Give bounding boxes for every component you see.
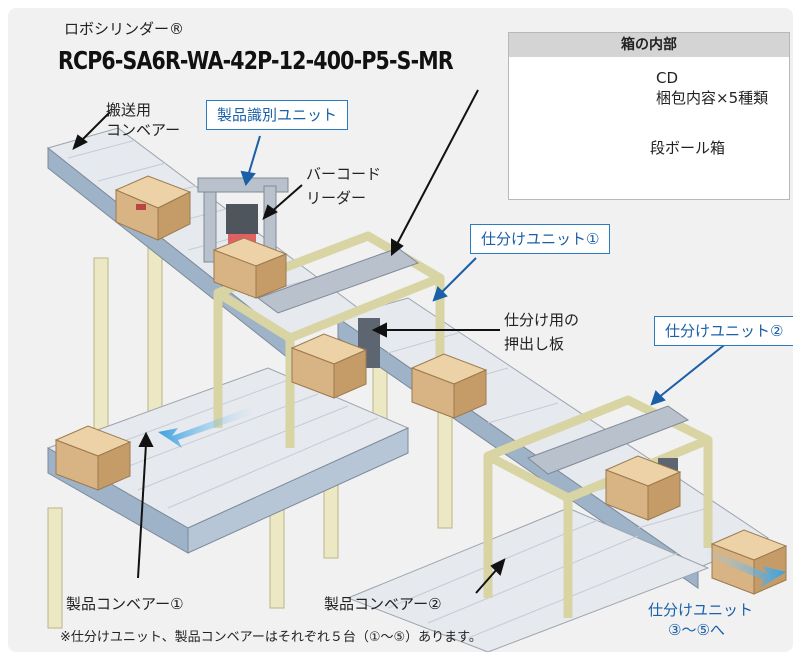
barcode-reader-label-1: バーコード	[306, 165, 382, 183]
id-unit-tower	[197, 177, 289, 263]
transport-conveyor-label-2: コンベアー	[106, 121, 181, 139]
footnote: ※仕分けユニット、製品コンベアーはそれぞれ５台（①〜⑤）あります。	[60, 630, 482, 645]
sort-unit-1-callout: 仕分けユニット①	[470, 224, 611, 254]
blue-leader-lines	[240, 135, 729, 406]
box-4	[410, 353, 488, 419]
legend-contents-label: 梱包内容×5種類	[656, 89, 769, 107]
legend-cd-label: CD	[656, 69, 679, 87]
push-plate-label-2: 押出し板	[504, 335, 565, 353]
barcode-reader-label-2: リーダー	[306, 189, 367, 207]
sort-unit-3-5-label-2: ③〜⑤へ	[668, 621, 725, 639]
leader-lines	[72, 89, 506, 594]
sort-unit-2-frame	[483, 395, 713, 618]
model-number: RCP6-SA6R-WA-42P-12-400-P5-S-MR	[58, 46, 454, 75]
box-6	[604, 455, 682, 521]
product-conveyor-1	[46, 367, 410, 554]
push-plate-label-1: 仕分け用の	[504, 311, 580, 329]
product-conveyor-2-label: 製品コンベアー②	[324, 595, 442, 613]
sort-unit-2-callout: 仕分けユニット②	[654, 316, 793, 346]
box-3	[290, 333, 368, 399]
id-unit-callout: 製品識別ユニット	[206, 100, 349, 130]
product-conveyor-1-label: 製品コンベアー①	[66, 595, 184, 613]
series-label: ロボシリンダー®	[64, 20, 185, 38]
legend-title: 箱の内部	[509, 33, 789, 57]
transport-conveyor-label-1: 搬送用	[106, 101, 152, 119]
box-1	[114, 175, 192, 241]
box-interior-legend: 箱の内部	[508, 32, 790, 200]
legend-cardboard-label: 段ボール箱	[650, 139, 726, 157]
box-2	[212, 237, 288, 299]
illustration-panel: ロボシリンダー® RCP6-SA6R-WA-42P-12-400-P5-S-MR…	[8, 8, 793, 652]
box-5	[54, 425, 132, 491]
product-conveyor-2	[346, 507, 710, 652]
flow-arrows	[158, 408, 786, 588]
cardboard-boxes	[54, 175, 788, 595]
sort-unit-3-5-label-1: 仕分けユニット	[648, 601, 754, 619]
